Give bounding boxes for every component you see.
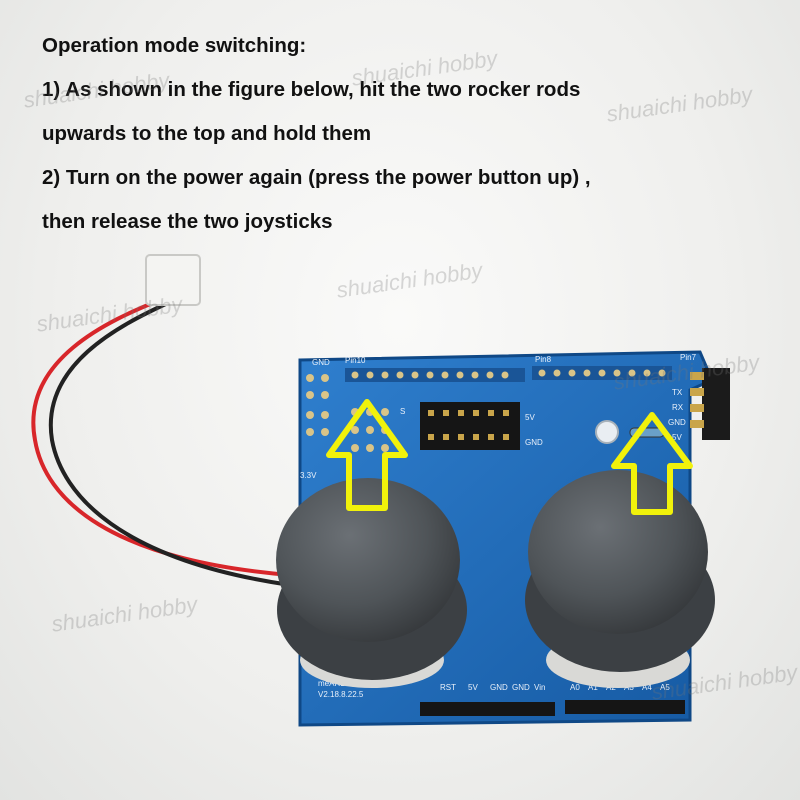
serial-header (690, 368, 730, 440)
right-joystick (525, 470, 715, 688)
pin-rx-label: RX (672, 403, 684, 412)
bottom-pin-a4: A4 (642, 683, 652, 692)
version-line-2: V2.18.8.22.5 (318, 690, 364, 699)
step-2-line-2: then release the two joysticks (42, 210, 333, 233)
left-joystick (276, 478, 467, 688)
side-gnd-label: GND (525, 438, 543, 447)
step-1-line-2: upwards to the top and hold them (42, 122, 372, 145)
header-mid-label: Pin8 (535, 355, 552, 364)
bottom-pin-a1: A1 (588, 683, 598, 692)
bottom-pin-5v: 5V (468, 683, 478, 692)
left-up-arrow (326, 399, 408, 511)
instruction-heading: Operation mode switching: (42, 34, 307, 57)
power-cable (31, 254, 291, 587)
header-left-label: Pin10 (345, 356, 366, 365)
bottom-pin-gnd-2: GND (512, 683, 530, 692)
side-s-label: S (400, 407, 405, 416)
bottom-pin-vin: Vin (534, 683, 545, 692)
center-pin-header (420, 402, 520, 450)
bottom-pin-a5: A5 (660, 683, 670, 692)
top-pin-header (345, 366, 672, 382)
bottom-pin-a0: A0 (570, 683, 580, 692)
bottom-pin-gnd-1: GND (490, 683, 508, 692)
pin-5v-label: 5V (672, 433, 682, 442)
step-1-line-1: 1) As shown in the figure below, hit the… (42, 78, 581, 101)
status-led (595, 420, 619, 444)
right-up-arrow (611, 412, 693, 515)
header-right-label: Pin7 (680, 353, 697, 362)
pin-gnd-label: GND (668, 418, 686, 427)
step-2-line-1: 2) Turn on the power again (press the po… (42, 166, 591, 189)
jst-connector (145, 254, 201, 306)
instruction-text: Operation mode switching: 1) As shown in… (42, 24, 782, 244)
bottom-pin-rst: RST (440, 683, 456, 692)
pin-tx-label: TX (672, 388, 683, 397)
gnd-top-label: GND (312, 358, 330, 367)
bottom-pin-headers (420, 700, 685, 716)
voltage-label: 3.3V (300, 471, 317, 480)
left-pad-grid (306, 374, 389, 452)
side-5v-label: 5V (525, 413, 535, 422)
